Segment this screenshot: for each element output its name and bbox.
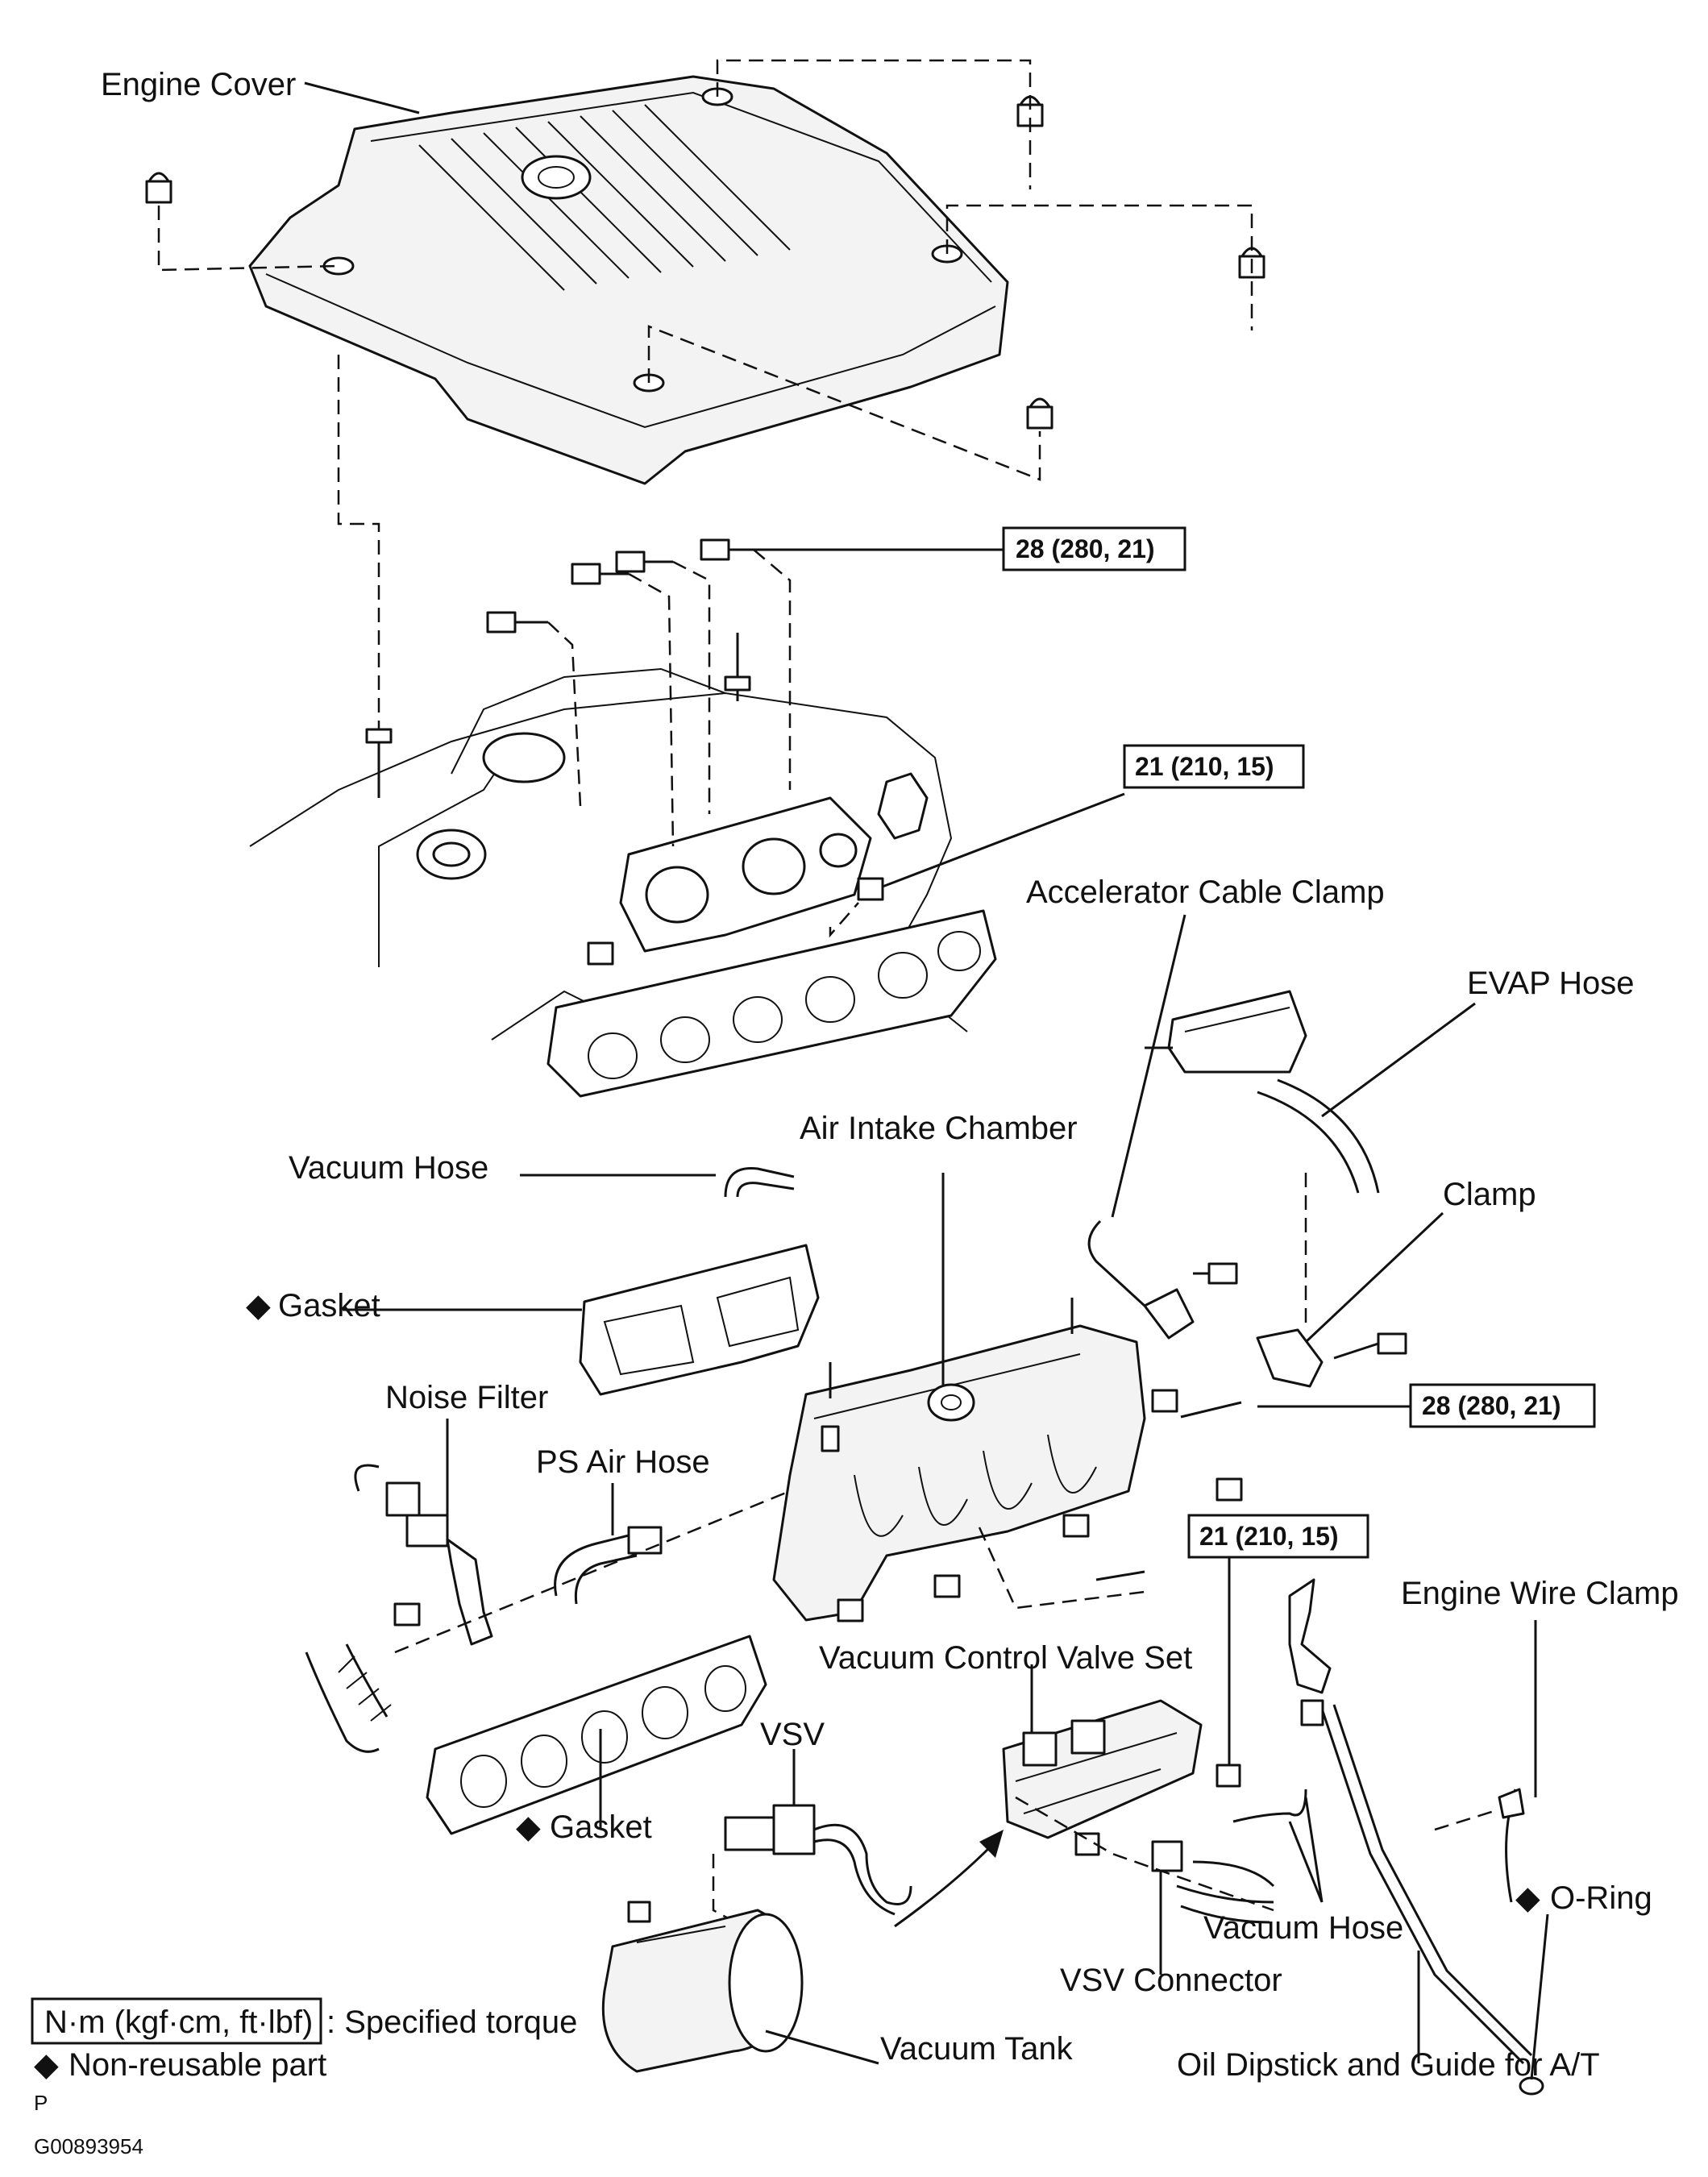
legend-unit: N·m (kgf·cm, ft·lbf) — [44, 2005, 313, 2040]
diamond-o-ring: ◆ — [1515, 1880, 1540, 1916]
intake-bolt — [486, 538, 884, 966]
chamber-gasket-part — [579, 1244, 820, 1396]
vacuum-control-valve-part — [1002, 1699, 1307, 1924]
label-air-intake-chamber: Air Intake Chamber — [800, 1111, 1078, 1146]
vsv-part — [724, 1804, 912, 1916]
torque-box-top — [1002, 526, 1186, 571]
label-accelerator-cable-clamp: Accelerator Cable Clamp — [1026, 875, 1385, 910]
accelerator-cable-clamp-part — [1087, 1219, 1238, 1340]
footer-p: P — [34, 2091, 48, 2115]
intake-gasket-upper — [546, 909, 997, 1098]
evap-canister-part — [1145, 990, 1380, 1194]
diamond-gasket-lower: ◆ — [516, 1809, 541, 1845]
intake-bolt-guides — [547, 549, 859, 938]
assembly-arrow — [894, 1844, 993, 1928]
label-vacuum-hose-bottom: Vacuum Hose — [1203, 1910, 1403, 1946]
noise-filter-part — [354, 1464, 493, 1646]
torque-leader-mid — [882, 792, 1125, 888]
label-vacuum-control-valve-set: Vacuum Control Valve Set — [819, 1640, 1192, 1676]
legend-unit-desc: : Specified torque — [326, 2005, 577, 2040]
label-vacuum-hose-top: Vacuum Hose — [289, 1150, 488, 1186]
torque-right: 28 (280, 21) — [1422, 1391, 1561, 1420]
vacuum-tank-part — [601, 1909, 804, 2073]
ps-air-hose-part — [554, 1526, 663, 1605]
label-clamp: Clamp — [1443, 1177, 1536, 1212]
label-engine-cover: Engine Cover — [101, 67, 296, 102]
label-o-ring: O-Ring — [1550, 1880, 1652, 1916]
label-vsv: VSV — [760, 1717, 825, 1752]
footer-code: G00893954 — [34, 2134, 143, 2158]
label-engine-wire-clamp: Engine Wire Clamp — [1401, 1576, 1679, 1611]
label-gasket-lower: Gasket — [550, 1809, 652, 1845]
label-vsv-connector: VSV Connector — [1060, 1963, 1282, 1998]
label-ps-air-hose: PS Air Hose — [536, 1444, 710, 1480]
intake-manifold-upper — [619, 796, 872, 953]
engine-upper-assembly — [249, 633, 968, 1041]
vacuum-tank-leader — [765, 2030, 879, 2065]
vacuum-hose-small-part — [724, 1166, 795, 1198]
air-intake-chamber-part — [772, 1298, 1243, 1622]
cover-dashed-guides — [157, 59, 1253, 729]
legend-nonreusable: Non-reusable part — [69, 2047, 326, 2083]
oil-dipstick-part — [1288, 1578, 1544, 2096]
torque-mid: 21 (210, 15) — [1135, 752, 1274, 781]
engine-wire-clamp-part — [1498, 1788, 1525, 1903]
torque-box-right — [1409, 1383, 1596, 1428]
label-evap-hose: EVAP Hose — [1467, 966, 1635, 1001]
engine-cover — [248, 75, 1009, 485]
torque-box-lower — [1187, 1514, 1369, 1559]
corrugated-tube — [305, 1643, 392, 1753]
label-oil-dipstick: Oil Dipstick and Guide for A/T — [1177, 2047, 1600, 2083]
engine-cover-leader — [304, 81, 420, 114]
torque-box-mid — [1123, 744, 1305, 789]
legend-diamond: ◆ — [34, 2047, 59, 2083]
torque-lower: 21 (210, 15) — [1199, 1522, 1339, 1551]
vsv-bolt — [627, 1901, 651, 1923]
label-noise-filter: Noise Filter — [385, 1380, 548, 1415]
label-vacuum-tank: Vacuum Tank — [880, 2031, 1074, 2067]
label-gasket-upper: Gasket — [278, 1288, 380, 1323]
torque-top: 28 (280, 21) — [1016, 534, 1155, 563]
clamp-part — [1256, 1328, 1407, 1388]
legend-unit-box — [31, 1997, 322, 2045]
diamond-gasket-upper: ◆ — [246, 1288, 271, 1323]
manifold-gasket-lower-part — [426, 1635, 767, 1835]
